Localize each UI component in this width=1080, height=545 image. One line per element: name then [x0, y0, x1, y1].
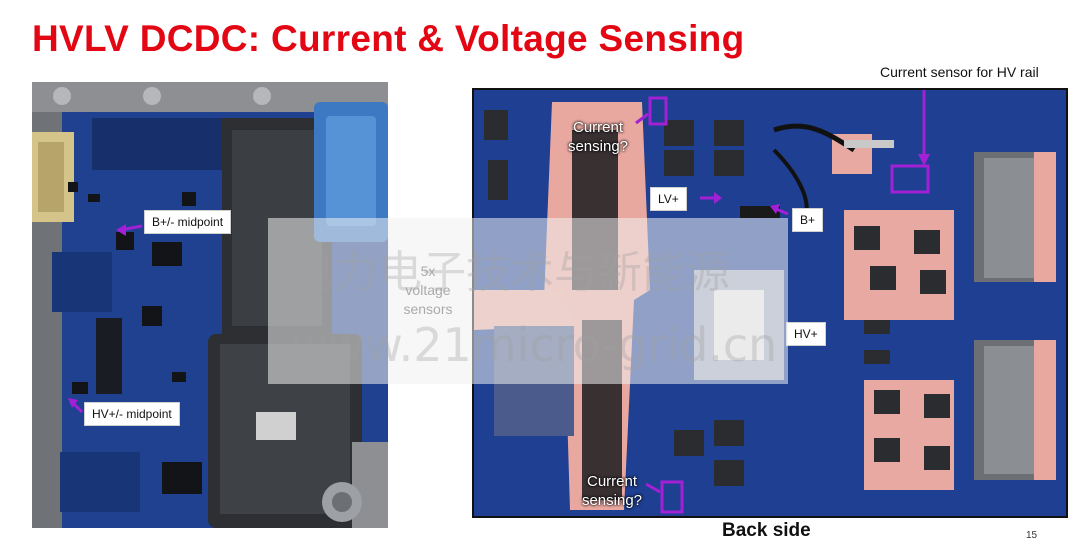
note-line-2: voltage: [405, 282, 451, 298]
current-sensing-bottom-line-2: sensing?: [581, 492, 643, 509]
lv-plus-label: LV+: [650, 187, 687, 211]
hv-midpoint-label: HV+/- midpoint: [84, 402, 180, 426]
hv-plus-label: HV+: [786, 322, 826, 346]
voltage-sensor-note: 5x voltage sensors: [392, 262, 464, 319]
page-number: 15: [1026, 530, 1038, 541]
note-line-3: sensors: [403, 301, 453, 317]
b-midpoint-label: B+/- midpoint: [144, 210, 232, 234]
right-board-photo: Current sensing? Current sensing? LV+ B+…: [472, 88, 1068, 518]
note-line-1: 5x: [420, 263, 436, 279]
current-sensing-top-label: Current sensing?: [562, 118, 634, 156]
current-sensing-bottom-line-1: Current: [586, 473, 638, 490]
slide-title: HVLV DCDC: Current & Voltage Sensing: [32, 18, 745, 59]
hv-rail-sensor-label: Current sensor for HV rail: [880, 64, 1039, 80]
left-arrows: [68, 224, 143, 414]
current-sensing-top-line-2: sensing?: [567, 138, 629, 155]
back-side-caption: Back side: [722, 520, 811, 541]
current-sensing-top-line-1: Current: [572, 119, 624, 136]
b-plus-label: B+: [792, 208, 824, 232]
current-sensing-bottom-label: Current sensing?: [572, 472, 652, 510]
left-board-photo: B+/- midpoint HV+/- midpoint: [32, 82, 388, 528]
